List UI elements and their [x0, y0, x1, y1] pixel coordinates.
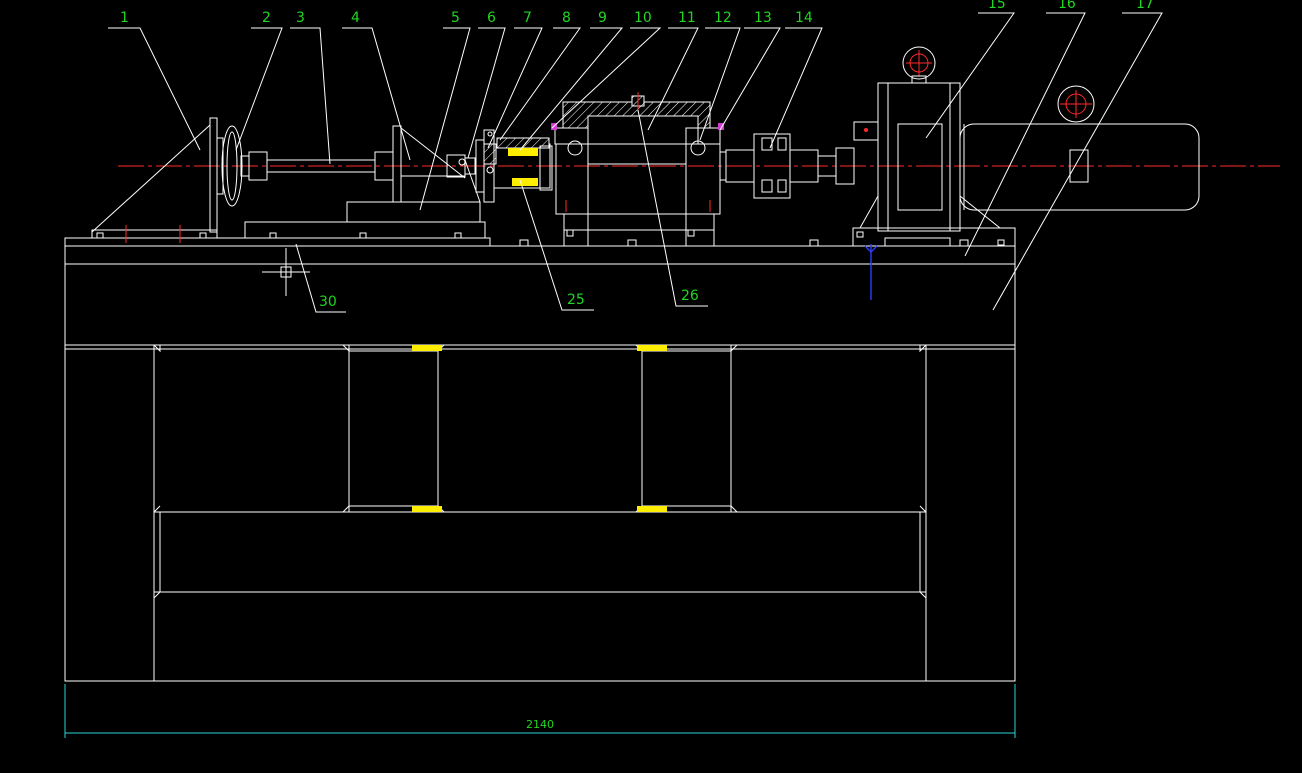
weld-mark	[412, 345, 442, 351]
part-label-5: 5	[451, 10, 460, 26]
part-label-12: 12	[714, 10, 732, 26]
part-label-11: 11	[678, 10, 696, 26]
part-label-16: 16	[1058, 0, 1076, 12]
part-label-26: 26	[681, 288, 699, 304]
part-label-30: 30	[319, 294, 337, 310]
mid-bracket	[244, 125, 486, 239]
crosshair-cursor-icon	[262, 248, 310, 296]
part-label-1: 1	[120, 10, 129, 26]
weld-mark	[637, 345, 667, 351]
part-label-13: 13	[754, 10, 772, 26]
part-label-9: 9	[598, 10, 607, 26]
overall-dimension: 2140	[64, 684, 1016, 738]
gearbox	[852, 46, 1016, 300]
bearing-housing	[551, 92, 724, 247]
part-label-2: 2	[262, 10, 271, 26]
part-label-3: 3	[296, 10, 305, 26]
part-label-8: 8	[562, 10, 571, 26]
part-label-25: 25	[567, 292, 585, 308]
base-frame	[64, 263, 1016, 682]
right-coupling	[719, 121, 879, 199]
anchor-bolts	[519, 239, 969, 247]
weld-mark	[637, 506, 667, 512]
part-label-4: 4	[351, 10, 360, 26]
part-label-14: 14	[795, 10, 813, 26]
weld-mark	[412, 506, 442, 512]
part-label-7: 7	[523, 10, 532, 26]
part-label-17: 17	[1136, 0, 1154, 12]
motor	[959, 85, 1200, 211]
leader-lines	[108, 12, 1163, 313]
part-labels: 1 2 3 4 5 6 7 8 9 10 11 12 13 14 15 16 1…	[120, 0, 1154, 310]
left-bracket	[91, 117, 218, 243]
part-label-10: 10	[634, 10, 652, 26]
part-label-6: 6	[487, 10, 496, 26]
dimension-text: 2140	[526, 718, 554, 731]
part-label-15: 15	[988, 0, 1006, 12]
